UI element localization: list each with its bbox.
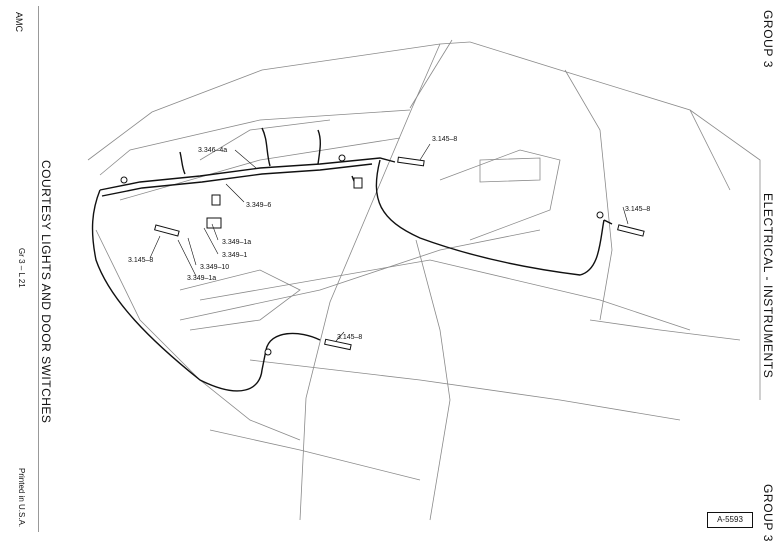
door-switch-rear <box>617 224 645 237</box>
front-pillar-inner <box>409 39 453 109</box>
door-handle <box>479 157 541 183</box>
leader-c1 <box>234 149 257 169</box>
callout-c1: 3.346–4a <box>198 147 227 154</box>
leader-c2 <box>419 143 431 161</box>
rear-door-edge <box>564 69 613 321</box>
rear-switch-lead <box>603 219 613 225</box>
door-switch-front <box>154 224 180 237</box>
main-harness <box>99 157 396 191</box>
leader-c5 <box>211 223 219 241</box>
dash-panel <box>199 119 331 161</box>
grommet-1 <box>120 176 128 184</box>
windshield-pillar <box>299 43 441 521</box>
leader-c7 <box>187 237 197 266</box>
rear-run-wire <box>375 159 605 276</box>
front-door-lower <box>95 229 301 441</box>
component-symbols <box>120 154 645 356</box>
seat-cushion <box>179 269 301 331</box>
leader-c6 <box>203 227 219 255</box>
grommet-2 <box>338 154 346 162</box>
door-switch-upper <box>397 156 425 167</box>
callout-c10: 3.145–8 <box>337 334 362 341</box>
floor-line <box>249 359 681 421</box>
bracket <box>206 217 222 229</box>
figure-reference: A-5593 <box>707 512 753 528</box>
callout-c8: 3.349–1a <box>187 275 216 282</box>
upper-branch-1 <box>179 151 186 175</box>
grommet-3 <box>596 211 604 219</box>
callout-c7: 3.349–10 <box>200 264 229 271</box>
grommet-4 <box>264 348 272 356</box>
callout-c5: 3.349–1a <box>222 239 251 246</box>
rocker-panel <box>199 259 691 331</box>
front-door-panel <box>99 109 411 176</box>
main-harness-parallel <box>101 163 373 197</box>
rear-door-frame <box>469 41 731 191</box>
rear-pillar <box>415 239 451 521</box>
leader-lines <box>149 143 629 342</box>
door-switch-lead <box>265 332 321 351</box>
lower-sill <box>209 429 421 481</box>
leader-c4 <box>149 235 161 259</box>
callout-c4: 3.145–8 <box>128 257 153 264</box>
connector-2 <box>353 177 363 189</box>
door-window-sill <box>119 137 401 201</box>
callout-c2: 3.145–8 <box>432 136 457 143</box>
car-body-outline <box>87 39 761 521</box>
leader-c9 <box>622 206 629 225</box>
leader-c3 <box>225 183 245 203</box>
connector-1 <box>211 194 221 206</box>
leader-c8 <box>177 239 197 277</box>
quarter-panel <box>689 109 761 400</box>
leader-c10 <box>335 331 345 342</box>
upper-branch-2 <box>261 127 271 167</box>
upper-branch-3 <box>317 129 321 165</box>
door-switch-lower <box>324 338 352 351</box>
callout-c3: 3.349–6 <box>246 202 271 209</box>
margin-rule <box>38 6 39 532</box>
wiring-harness <box>91 127 613 392</box>
door-bottom-line <box>179 229 541 321</box>
seat-back <box>439 149 561 241</box>
callout-c6: 3.349–1 <box>222 252 247 259</box>
roof-outline <box>87 41 471 161</box>
rear-door-bottom <box>589 319 741 341</box>
callout-c9: 3.145–8 <box>625 206 650 213</box>
front-drop-wire <box>91 189 267 392</box>
